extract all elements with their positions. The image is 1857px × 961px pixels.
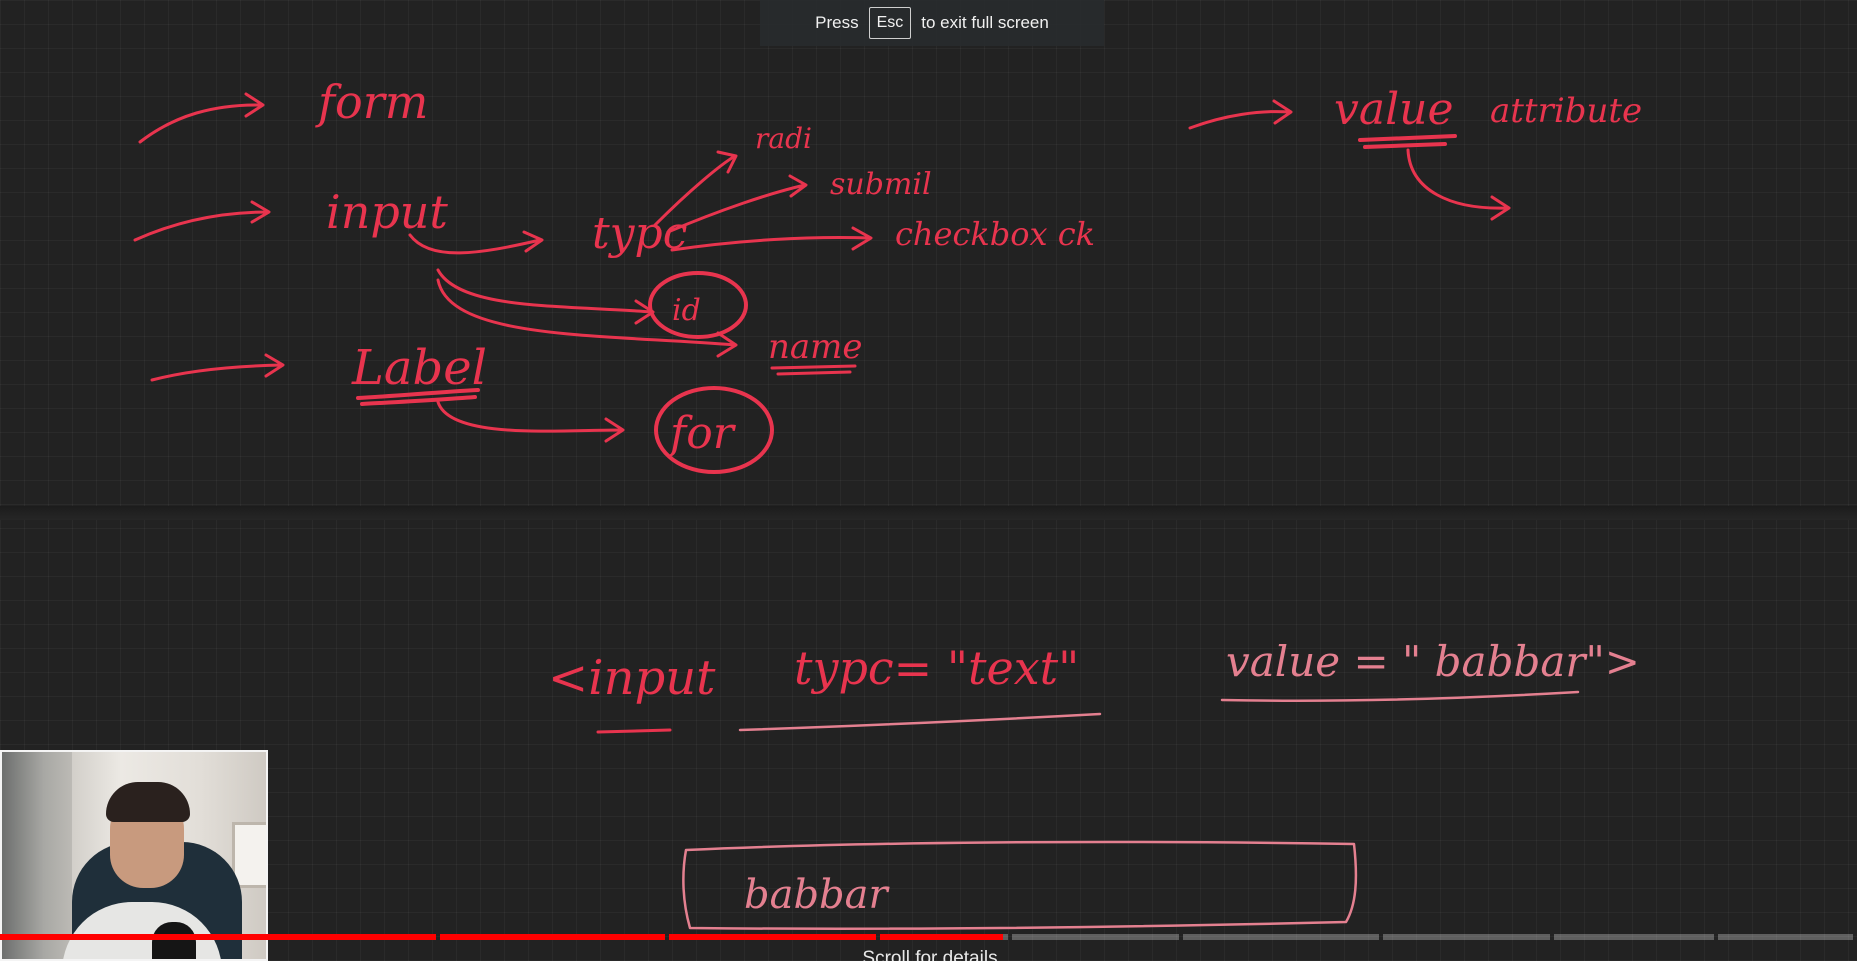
word-checkbox: checkbox ck bbox=[895, 215, 1095, 253]
webcam-background-curtain bbox=[2, 752, 72, 959]
word-submit: submil bbox=[830, 167, 932, 202]
arrow-form bbox=[138, 92, 265, 144]
word-name: name bbox=[768, 327, 863, 367]
code-value-attr: value = " babbar"> bbox=[1226, 637, 1640, 686]
arrow-value-branch bbox=[1406, 148, 1511, 221]
demo-field-outline bbox=[682, 840, 1358, 930]
word-form: form bbox=[315, 75, 428, 129]
progress-played-fill bbox=[668, 934, 877, 940]
word-input: input bbox=[326, 185, 448, 239]
word-id: id bbox=[672, 293, 701, 328]
input-tag-underline bbox=[596, 728, 672, 734]
name-underline bbox=[770, 364, 857, 376]
esc-key-badge: Esc bbox=[868, 7, 912, 39]
arrow-value bbox=[1188, 99, 1293, 130]
value-underline bbox=[1358, 134, 1457, 149]
webcam-microphone bbox=[152, 922, 196, 959]
progress-played-fill bbox=[0, 934, 437, 940]
arrow-input-name bbox=[436, 278, 738, 358]
progress-chapter-segment[interactable] bbox=[1012, 934, 1179, 940]
arrow-input-type bbox=[408, 230, 544, 255]
word-attribute: attribute bbox=[1490, 91, 1642, 131]
type-attr-underline bbox=[738, 712, 1102, 732]
arrow-type-radio bbox=[653, 150, 738, 227]
fullscreen-banner-suffix: to exit full screen bbox=[921, 13, 1049, 32]
word-radio: radi bbox=[755, 122, 812, 155]
progress-chapter-segment[interactable] bbox=[440, 934, 665, 940]
value-attr-underline bbox=[1220, 690, 1580, 702]
scroll-for-details-hint[interactable]: Scroll for details bbox=[862, 948, 998, 961]
demo-field-value: babbar bbox=[744, 872, 891, 918]
fullscreen-banner-prefix: Press bbox=[815, 13, 859, 32]
fullscreen-exit-banner: Press Esc to exit full screen bbox=[760, 0, 1104, 46]
word-for: for bbox=[667, 408, 737, 459]
progress-played-fill bbox=[880, 934, 1003, 940]
webcam-background-frame bbox=[232, 822, 266, 888]
word-label: Label bbox=[351, 340, 487, 396]
arrow-input bbox=[133, 200, 271, 242]
code-type-attr: typc= "text" bbox=[794, 641, 1079, 695]
code-input-tag: <input bbox=[548, 650, 716, 706]
progress-chapter-segment[interactable] bbox=[1717, 934, 1853, 940]
label-underline bbox=[356, 388, 480, 406]
webcam-presenter-hair bbox=[106, 782, 190, 822]
presenter-webcam bbox=[0, 750, 268, 961]
video-progress-bar[interactable] bbox=[0, 934, 1857, 940]
progress-chapter-segment[interactable] bbox=[1182, 934, 1380, 940]
arrow-label-for bbox=[436, 400, 625, 443]
arrow-type-checkbox bbox=[670, 226, 873, 252]
progress-played-fill bbox=[440, 934, 665, 940]
whiteboard-divider bbox=[0, 506, 1857, 520]
arrow-label bbox=[150, 353, 285, 382]
progress-chapter-segment[interactable] bbox=[668, 934, 877, 940]
word-value: value bbox=[1334, 84, 1454, 135]
progress-chapter-segment[interactable] bbox=[0, 934, 437, 940]
for-circle bbox=[654, 386, 774, 474]
progress-chapter-segment[interactable] bbox=[1554, 934, 1714, 940]
progress-chapter-segment[interactable] bbox=[1383, 934, 1551, 940]
arrow-type-submit bbox=[666, 174, 808, 234]
id-circle bbox=[648, 271, 748, 339]
progress-chapter-segment[interactable] bbox=[880, 934, 1009, 940]
